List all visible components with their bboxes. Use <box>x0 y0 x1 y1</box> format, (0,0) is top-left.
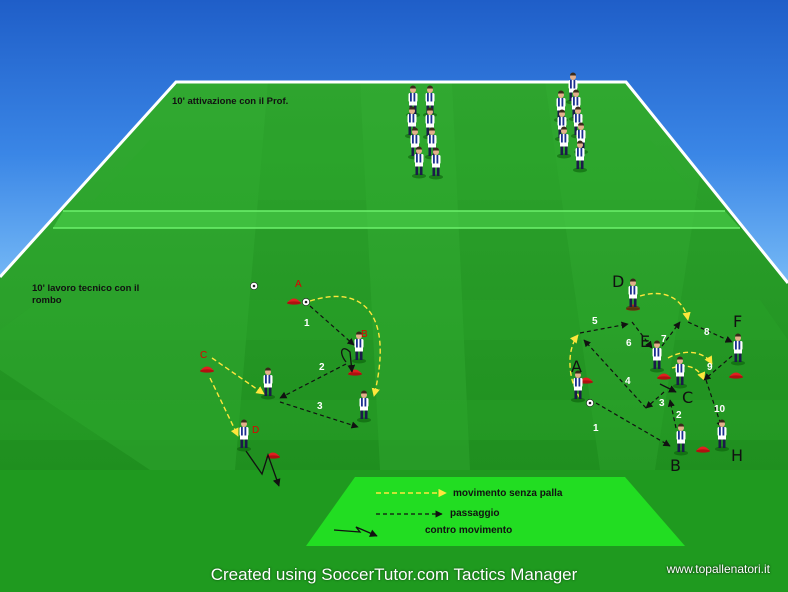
pass-arrow <box>705 379 724 429</box>
pass-arrow <box>579 321 629 334</box>
cone-label: D <box>252 425 259 436</box>
website-link[interactable]: www.topallenatori.it <box>666 562 770 576</box>
legend-counter-label: contro movimento <box>425 525 512 536</box>
legend-pass-label: passaggio <box>450 508 499 519</box>
step-number: 1 <box>593 423 599 434</box>
legend: movimento senza palla passaggio contro m… <box>306 477 685 546</box>
move-arrow <box>209 377 239 437</box>
cone-label: C <box>200 350 207 361</box>
pass-arrow <box>595 402 671 447</box>
cone-label: D <box>612 272 624 291</box>
counter-arrow <box>245 450 281 487</box>
ball <box>585 398 595 408</box>
pass-arrow <box>279 363 347 399</box>
pass-arrow <box>583 339 647 409</box>
step-number: 9 <box>707 362 713 373</box>
legend-panel <box>306 477 685 546</box>
step-number: 2 <box>676 410 682 421</box>
credit-text: Created using SoccerTutor.com Tactics Ma… <box>210 565 578 584</box>
drill-left: A B C D 1 2 3 <box>200 279 381 487</box>
counter-arrow <box>341 348 356 373</box>
cone-label: B <box>361 329 368 340</box>
legend-move-label: movimento senza palla <box>453 488 563 499</box>
legend-counter-sample <box>333 526 378 537</box>
middle-band <box>53 211 740 228</box>
ball <box>249 281 259 291</box>
cone-label: A <box>571 357 582 376</box>
pitch-boundary <box>0 80 788 284</box>
step-number: 4 <box>625 376 631 387</box>
step-number: 3 <box>659 398 665 409</box>
pass-arrow <box>631 321 653 349</box>
move-arrow <box>309 295 381 397</box>
pass-arrow <box>667 399 677 429</box>
drill-right: A B C D E F H 1 2 3 4 5 6 7 8 9 10 <box>569 272 745 475</box>
pass-arrow <box>703 355 733 381</box>
pass-arrow <box>309 305 355 346</box>
cone-label: A <box>295 279 302 290</box>
cone-label: H <box>731 446 743 465</box>
step-number: 2 <box>319 362 325 373</box>
move-arrow <box>667 351 713 365</box>
cone-label: B <box>670 456 681 475</box>
counter-arrow <box>659 383 677 393</box>
technical-label-line1: 10' lavoro tecnico con il <box>32 283 139 294</box>
pitch <box>0 80 788 470</box>
warmup-label: 10' attivazione con il Prof. <box>172 96 288 107</box>
cone-label: E <box>640 332 650 351</box>
step-number: 7 <box>661 334 667 345</box>
step-number: 1 <box>304 318 310 329</box>
step-number: 10 <box>714 404 726 415</box>
technical-label-line2: rombo <box>32 295 62 306</box>
move-arrow <box>211 357 265 395</box>
ball <box>301 297 311 307</box>
move-arrow <box>569 334 581 399</box>
pass-arrow <box>661 321 681 347</box>
move-arrow <box>639 292 691 321</box>
cone-label: F <box>733 312 742 331</box>
step-number: 8 <box>704 327 710 338</box>
cone-label: C <box>682 388 693 407</box>
step-number: 5 <box>592 316 598 327</box>
step-number: 6 <box>626 338 632 349</box>
pass-arrow <box>687 321 733 343</box>
step-number: 3 <box>317 401 323 412</box>
